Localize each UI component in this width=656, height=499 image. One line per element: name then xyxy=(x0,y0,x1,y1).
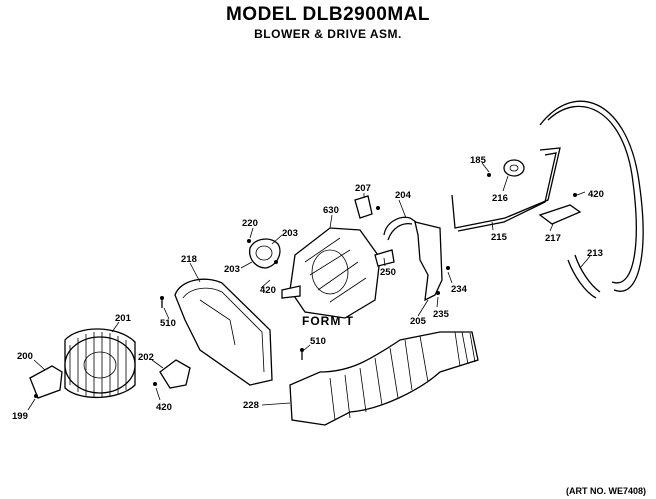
part-label-510: 510 xyxy=(160,318,176,329)
drum-rear-ring xyxy=(539,100,644,299)
idler-pulley xyxy=(487,159,525,177)
drive-rod xyxy=(451,147,561,232)
motor-clip xyxy=(383,216,417,241)
blower-wheel xyxy=(64,328,136,399)
exhaust-duct xyxy=(289,331,479,426)
part-label-213: 213 xyxy=(587,248,603,259)
motor-mount-bracket xyxy=(414,221,450,302)
part-label-204: 204 xyxy=(395,190,412,201)
part-label-235: 235 xyxy=(433,309,450,320)
part-label-220: 220 xyxy=(242,218,258,229)
part-label-420: 420 xyxy=(260,285,276,296)
part-label-630: 630 xyxy=(323,205,339,216)
part-label-228: 228 xyxy=(243,400,259,411)
part-label-200: 200 xyxy=(17,351,33,362)
part-label-199: 199 xyxy=(12,411,28,422)
screw-510-a xyxy=(160,296,164,308)
leader-lines xyxy=(27,162,592,411)
drive-motor xyxy=(281,227,395,319)
screw-510-b xyxy=(300,348,304,360)
part-label-185: 185 xyxy=(470,155,487,166)
blower-housing xyxy=(174,278,273,386)
part-label-207: 207 xyxy=(355,183,371,194)
assembly-subtitle: BLOWER & DRIVE ASM. xyxy=(254,27,402,41)
part-label-420: 420 xyxy=(156,402,172,413)
part-label-250: 250 xyxy=(380,267,396,278)
shaft-clamp xyxy=(153,359,191,389)
art-number: (ART NO. WE7408) xyxy=(565,486,646,496)
part-label-216: 216 xyxy=(492,193,508,204)
motor-switch xyxy=(354,195,380,219)
part-label-205: 205 xyxy=(410,316,427,327)
part-label-234: 234 xyxy=(451,284,468,295)
motor-mount-ring xyxy=(247,238,281,269)
part-label-203: 203 xyxy=(224,264,240,275)
model-title: MODEL DLB2900MAL xyxy=(225,4,430,25)
part-label-218: 218 xyxy=(181,254,197,265)
part-label-203: 203 xyxy=(282,228,298,239)
part-label-510: 510 xyxy=(310,336,326,347)
part-label-215: 215 xyxy=(491,232,508,243)
part-label-420: 420 xyxy=(588,189,604,200)
idler-bracket xyxy=(538,193,582,225)
part-label-202: 202 xyxy=(138,352,154,363)
part-label-201: 201 xyxy=(115,313,132,324)
part-label-217: 217 xyxy=(545,233,561,244)
wheel-bracket xyxy=(29,365,63,399)
